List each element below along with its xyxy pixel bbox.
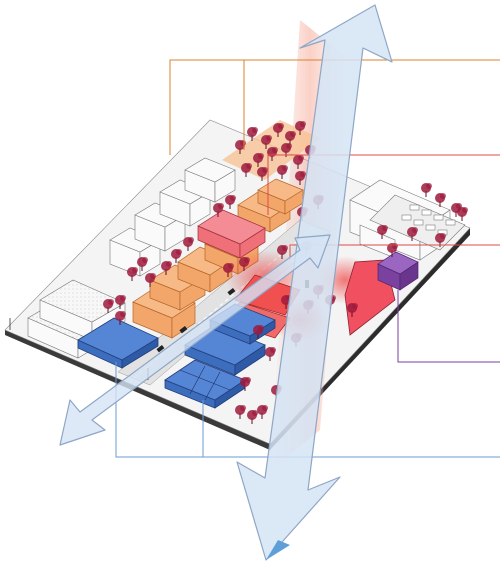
tree-icon <box>253 325 264 339</box>
leader-red-lower <box>289 244 500 260</box>
tree-icon <box>377 225 388 239</box>
tree-icon <box>161 261 172 275</box>
tree-icon <box>241 163 252 177</box>
tree-icon <box>261 135 272 149</box>
tree-icon <box>223 263 234 277</box>
tree-icon <box>257 405 268 419</box>
car-icon <box>179 325 188 334</box>
row-houses-2 <box>134 202 186 252</box>
tree-icon <box>347 303 358 317</box>
tree-icon <box>253 153 264 167</box>
double-headed-arrow-vertical <box>236 4 393 561</box>
leader-purple <box>397 290 500 363</box>
tree-icon <box>421 183 432 197</box>
tree-icon <box>137 257 148 271</box>
tree-icon <box>435 193 446 207</box>
leader-red-upper <box>267 154 500 215</box>
tree-icon <box>171 249 182 263</box>
tree-icon <box>295 121 306 135</box>
double-headed-arrow-diagonal <box>59 234 331 446</box>
car-icon <box>227 287 236 296</box>
tree-icon <box>273 123 284 137</box>
tree-icon <box>235 405 246 419</box>
tree-icon <box>407 227 418 241</box>
tree-icon <box>239 257 250 271</box>
arrow-diagonal-shape <box>59 234 331 446</box>
tree-icon <box>257 167 268 181</box>
row-houses-4 <box>184 157 236 203</box>
tree-icon <box>281 143 292 157</box>
tree-icon <box>213 203 224 217</box>
tree-icon <box>225 195 236 209</box>
tree-icon <box>247 410 258 424</box>
tree-icon <box>115 311 126 325</box>
arrow-tip-accent <box>266 540 290 560</box>
tree-icon <box>293 155 304 169</box>
tree-icon <box>115 295 126 309</box>
tree-icon <box>457 207 468 221</box>
purple-block <box>377 251 419 291</box>
tree-icon <box>277 165 288 179</box>
tree-icon <box>435 233 446 247</box>
parking-cars <box>401 204 456 236</box>
orange-block-f <box>257 178 304 215</box>
tree-icon <box>247 127 258 141</box>
tree-icon <box>265 347 276 361</box>
tree-icon <box>145 273 156 287</box>
tree-icon <box>183 237 194 251</box>
blue-block-large <box>77 317 159 369</box>
tree-icon <box>295 171 306 185</box>
tree-icon <box>103 299 114 313</box>
tree-icon <box>127 267 138 281</box>
tree-icon <box>240 377 251 391</box>
row-houses-3 <box>159 179 211 227</box>
tree-icon <box>277 245 288 259</box>
car-icon <box>156 344 165 353</box>
slab-side-front <box>5 330 270 450</box>
row-houses-1 <box>109 227 161 277</box>
